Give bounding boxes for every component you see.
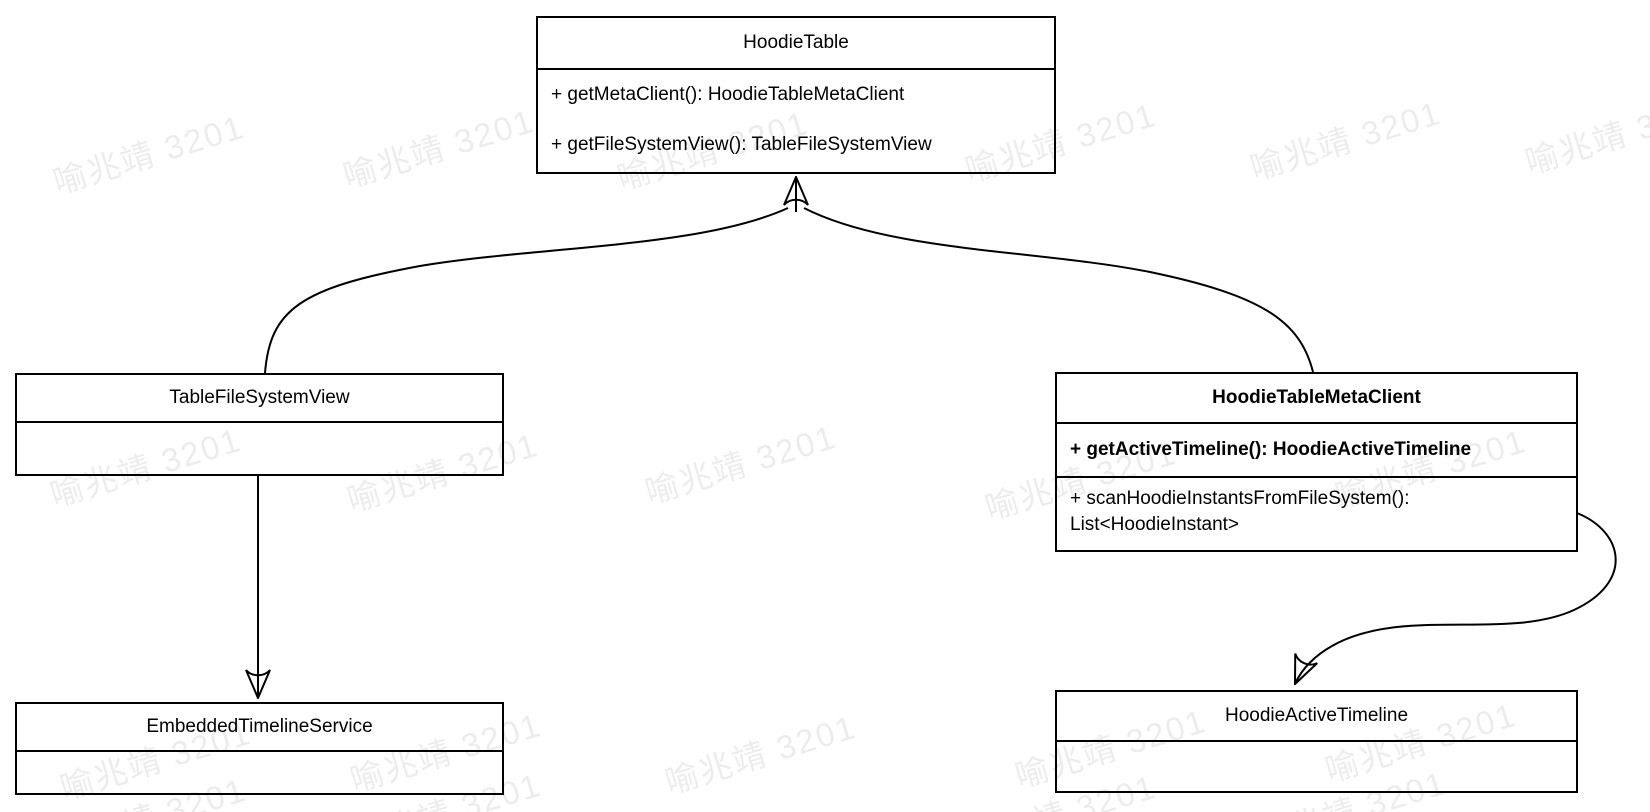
- connector-hoodietablemetaclient-to-hoodietable: [803, 207, 1314, 373]
- method-getmetaclient: + getMetaClient(): HoodieTableMetaClient: [551, 84, 905, 106]
- method-scanhoodieinstantsfromfilesystem: + scanHoodieInstantsFromFileSystem(): Li…: [1070, 488, 1410, 535]
- method-getfilesystemview: + getFileSystemView(): TableFileSystemVi…: [551, 134, 932, 156]
- class-title-embeddedtimelineservice: EmbeddedTimelineService: [17, 704, 502, 752]
- class-box-hoodietable: HoodieTable + getMetaClient(): HoodieTab…: [536, 16, 1056, 174]
- class-title-hoodieactivetimeline: HoodieActiveTimeline: [1057, 692, 1576, 742]
- method-getactivetimeline: + getActiveTimeline(): HoodieActiveTimel…: [1057, 424, 1576, 478]
- class-box-tablefilesystemview: TableFileSystemView: [15, 373, 504, 476]
- class-box-hoodietablemetaclient: HoodieTableMetaClient + getActiveTimelin…: [1055, 372, 1578, 552]
- class-title-tablefilesystemview: TableFileSystemView: [17, 375, 502, 423]
- class-title-hoodietablemetaclient: HoodieTableMetaClient: [1057, 374, 1576, 424]
- connector-hoodietablemetaclient-to-hoodieactivetimeline: [1295, 512, 1617, 684]
- class-box-hoodieactivetimeline: HoodieActiveTimeline: [1055, 690, 1578, 793]
- class-title-hoodietable: HoodieTable: [538, 18, 1054, 70]
- connector-tablefilesystemview-to-hoodietable: [264, 207, 789, 374]
- class-box-embeddedtimelineservice: EmbeddedTimelineService: [15, 702, 504, 795]
